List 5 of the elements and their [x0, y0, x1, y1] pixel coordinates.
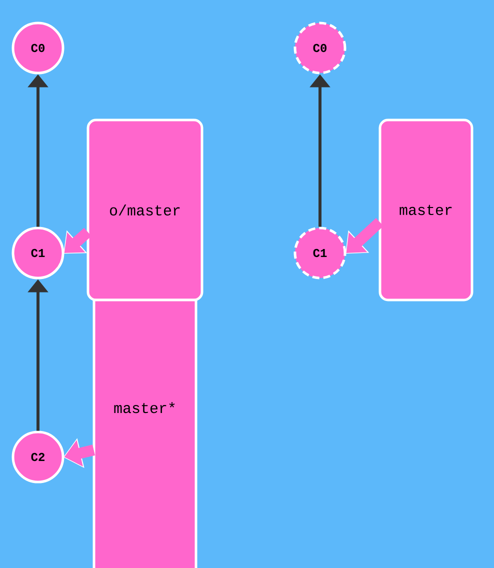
branch-label: master* — [92, 298, 198, 568]
branch-label: master — [378, 118, 474, 302]
arrow — [64, 228, 92, 254]
branch-label: o/master — [86, 118, 204, 302]
arrow — [346, 218, 384, 254]
